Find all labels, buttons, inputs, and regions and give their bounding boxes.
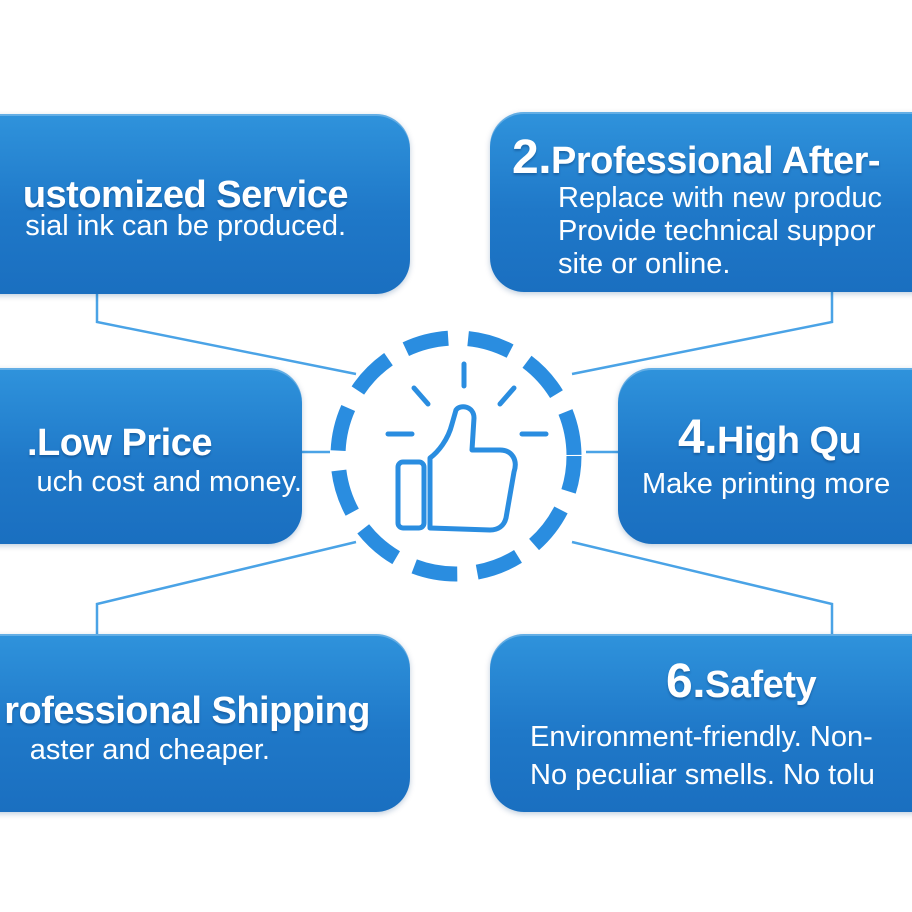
card-title: rofessional Shipping	[4, 690, 370, 732]
card-title: ustomized Service	[22, 174, 349, 216]
card-title: 6.Safety	[666, 655, 817, 708]
card-description: sial ink can be produced.	[25, 210, 346, 243]
card-description-line: Provide technical suppor	[558, 215, 876, 247]
card-description: Replace with new produc Provide technica…	[558, 182, 882, 281]
card-description-line: Environment-friendly. Non-	[530, 721, 873, 753]
card-description: uch cost and money.	[37, 466, 302, 499]
card-description-line: aster and cheaper.	[29, 734, 270, 766]
card-description-line: Make printing more	[642, 468, 891, 500]
card-description-line: sial ink can be produced.	[25, 210, 346, 242]
dashed-ring	[330, 330, 582, 582]
center-hub	[326, 326, 586, 586]
connector-line-2	[571, 292, 834, 376]
card-title: 4.High Qu	[678, 411, 862, 464]
connector-line-1	[95, 292, 357, 376]
feature-card-high-quality: 4.High Qu Make printing more	[618, 368, 912, 544]
card-description-line: Replace with new produc	[558, 182, 883, 214]
feature-card-low-price: .Low Price uch cost and money.	[0, 368, 302, 544]
card-description: aster and cheaper.	[30, 734, 270, 767]
feature-card-customized-service: ustomized Service sial ink can be produc…	[0, 114, 410, 294]
feature-card-safety: 6.Safety Environment-friendly. Non- No p…	[490, 634, 912, 812]
connector-line-5	[95, 540, 357, 634]
card-description: Make printing more	[642, 468, 890, 501]
card-description-line: site or online.	[558, 248, 731, 280]
thumbs-up-icon	[385, 361, 549, 533]
feature-card-professional-after-sales: 2.Professional After- Replace with new p…	[490, 112, 912, 292]
feature-card-professional-shipping: rofessional Shipping aster and cheaper.	[0, 634, 410, 812]
card-title: 2.Professional After-	[512, 131, 881, 184]
card-description-line: No peculiar smells. No tolu	[530, 759, 875, 791]
card-title: .Low Price	[26, 422, 213, 464]
card-description: Environment-friendly. Non- No peculiar s…	[530, 718, 875, 794]
connector-line-6	[571, 540, 834, 634]
card-description-line: uch cost and money.	[36, 466, 302, 498]
